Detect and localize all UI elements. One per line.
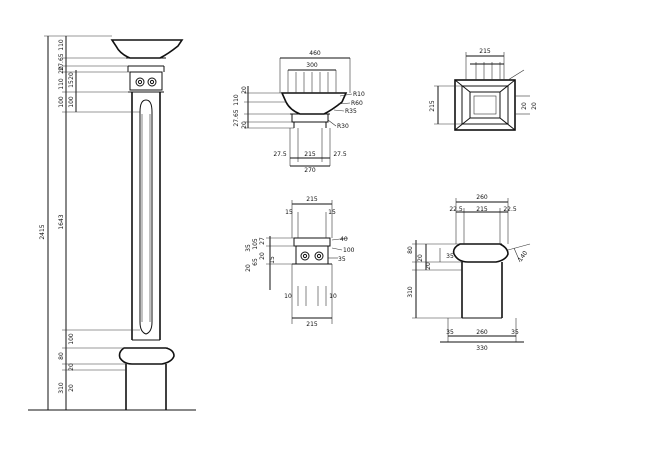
dim-plan-width: 215: [479, 48, 491, 55]
capital-volute-section: [266, 200, 349, 324]
dim-cap-bottom-mid: 215: [304, 151, 316, 158]
dim-cap-r3: R35: [345, 108, 357, 115]
dim-base-b: 20: [68, 384, 75, 392]
dim-plan-side-1: 20: [521, 102, 528, 110]
dim-mid-r-b: 100: [343, 247, 355, 254]
dim-mid-v1: 35: [245, 244, 252, 252]
dim-cap-bottom-total: 270: [304, 167, 316, 174]
dim-cap-h-b: 110: [233, 94, 240, 106]
dim-mid-top-width: 215: [306, 196, 318, 203]
dim-base-a: 310: [58, 382, 65, 394]
plan-dimensions: 215 215 20 20: [429, 48, 538, 112]
dim-cap-h-c: 27.65: [233, 109, 240, 126]
dim-base-bottom-right: 35: [511, 329, 519, 336]
dim-mid-v3: 27: [259, 237, 266, 245]
capital-volute-dimensions: 215 15 15 35 105 27 20 65 20 15 40 100 3…: [245, 196, 355, 328]
dim-base-v3: 20: [425, 262, 432, 270]
dim-cap-bottom-right: 27.5: [333, 151, 347, 158]
dim-cap-a: 110: [58, 78, 65, 90]
dim-total-height: 2415: [39, 224, 46, 239]
dim-mid-bottom-right: 10: [329, 293, 337, 300]
dim-bot-b: 80: [58, 352, 65, 360]
dim-mid-v5: 65: [252, 258, 259, 266]
dim-mid-v7: 15: [269, 256, 276, 264]
dim-cap-bottom-left: 27.5: [273, 151, 287, 158]
dim-top-c: 20: [58, 66, 65, 74]
dim-cap-h-a: 20: [241, 86, 248, 94]
capital-top-dimensions: 460 300 20 110 27.65 20 R10 R60 R35 R30 …: [233, 50, 365, 174]
dim-cap-r2: R60: [351, 100, 363, 107]
dim-mid-v6: 20: [259, 252, 266, 260]
dim-top-a: 110: [58, 39, 65, 51]
dim-base-v2: 20: [417, 254, 424, 262]
dim-cap-r1: R10: [353, 91, 365, 98]
dim-cap-h-d: 20: [241, 121, 248, 129]
dim-cap-e: 100: [58, 96, 65, 108]
dim-base-left: 22.5: [449, 206, 463, 213]
base-section: [412, 198, 531, 343]
dim-cap-d: 100: [68, 96, 75, 108]
dim-bot-c: 20: [68, 363, 75, 371]
dim-base-bottom-mid: 260: [476, 329, 488, 336]
base-dimensions: 260 22.5 215 22.5 80 20 20 310 35 140 35…: [407, 194, 529, 352]
dim-base-total-width: 260: [476, 194, 488, 201]
dim-base-right: 22.5: [503, 206, 517, 213]
dim-base-bottom-left: 35: [446, 329, 454, 336]
dim-mid-r-c: 35: [338, 256, 346, 263]
dim-mid-v4: 20: [245, 264, 252, 272]
dim-base-side: 35: [446, 253, 454, 260]
dim-mid-right: 15: [328, 209, 336, 216]
dim-bot-a: 100: [68, 333, 75, 345]
capital-top-section: [244, 57, 353, 167]
column-plan-view: [434, 52, 530, 131]
dim-base-bottom-total: 330: [476, 345, 488, 352]
dim-base-mid: 215: [476, 206, 488, 213]
dim-base-v1: 80: [407, 246, 414, 254]
dim-cap-c: 15: [68, 80, 75, 88]
dim-base-v4: 310: [407, 286, 414, 298]
dim-shaft: 1643: [58, 214, 65, 229]
dim-cap-r4: R30: [337, 123, 349, 130]
dim-plan-height: 215: [429, 100, 436, 112]
dim-mid-left: 15: [285, 209, 293, 216]
dim-plan-side-2: 20: [531, 102, 538, 110]
dim-cap-inner-width: 300: [306, 62, 318, 69]
dim-cap-total-width: 460: [309, 50, 321, 57]
dim-mid-bottom-left: 10: [284, 293, 292, 300]
dim-base-angle: 140: [517, 250, 529, 264]
elevation-dimensions: 2415 110 27.65 20 110 20 15 100 100 1643…: [39, 39, 75, 394]
dim-cap-b: 20: [68, 72, 75, 80]
column-elevation: [28, 35, 196, 411]
dim-mid-v2: 105: [252, 238, 259, 250]
dim-mid-r-a: 40: [340, 236, 348, 243]
dim-mid-bottom-width: 215: [306, 321, 318, 328]
dim-top-b: 27.65: [58, 53, 65, 70]
